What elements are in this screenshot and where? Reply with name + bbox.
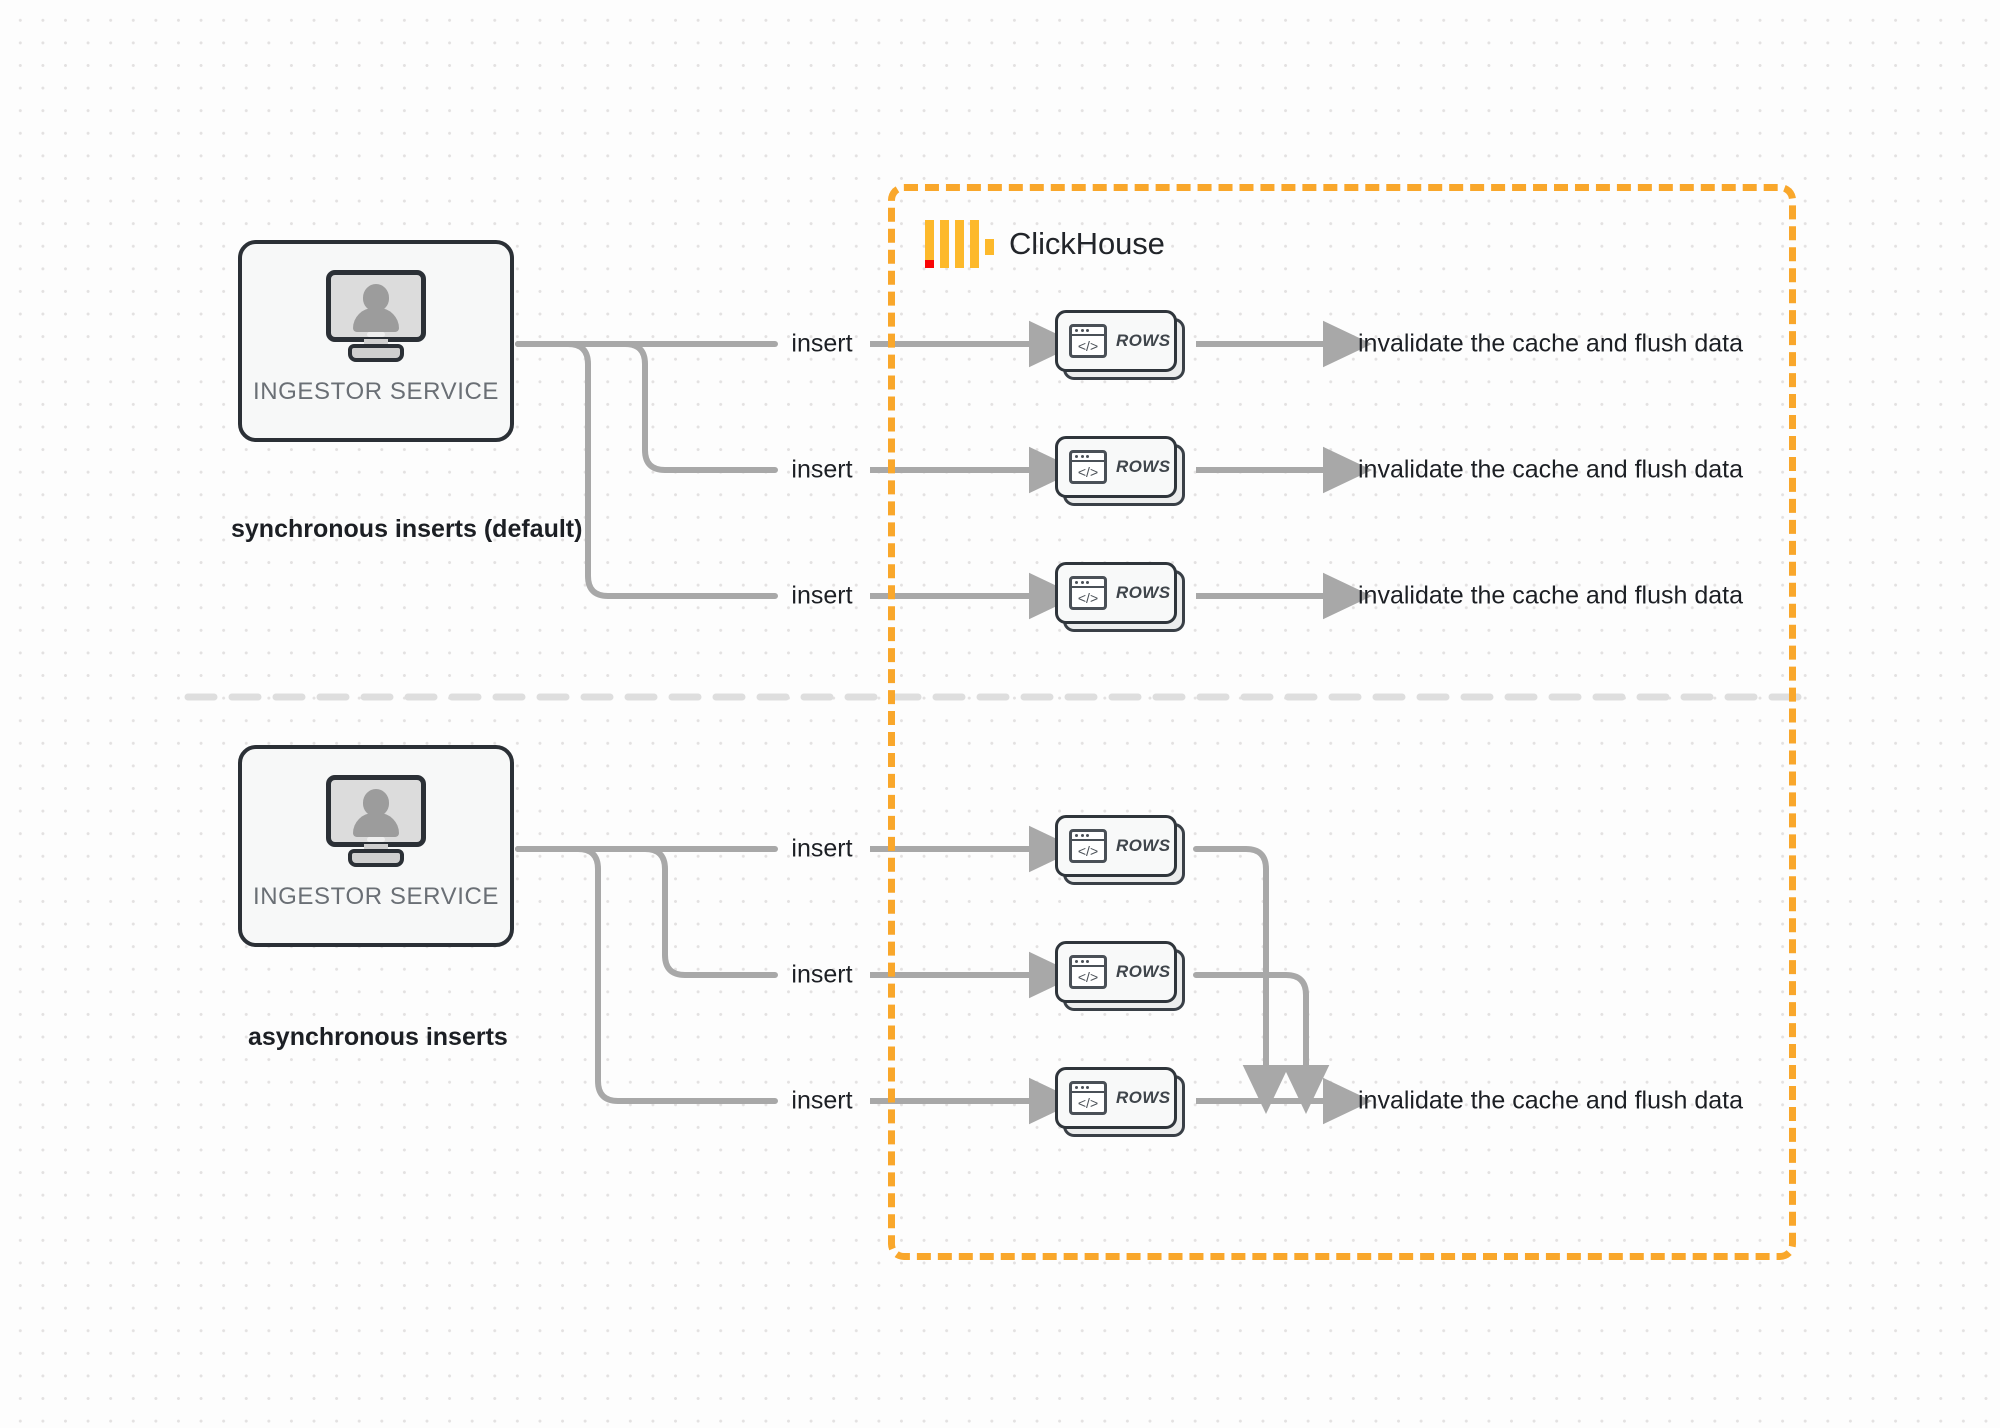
monitor-user-icon xyxy=(324,775,428,867)
code-window-icon: </> xyxy=(1069,324,1107,358)
caption-asynchronous: asynchronous inserts xyxy=(248,1023,508,1051)
code-glyph: </> xyxy=(1077,842,1099,859)
clickhouse-logo-icon xyxy=(925,220,994,268)
ingestor-service-label-sync: INGESTOR SERVICE xyxy=(252,378,500,405)
clickhouse-boundary xyxy=(888,184,1796,1260)
rows-card-async-1[interactable]: </> ROWS xyxy=(1055,815,1185,885)
insert-label-sync-2: insert xyxy=(791,455,853,484)
rows-label: ROWS xyxy=(1116,331,1171,350)
rows-label: ROWS xyxy=(1116,583,1171,602)
card-front: </> ROWS xyxy=(1055,436,1177,498)
code-window-icon: </> xyxy=(1069,450,1107,484)
outcome-label-sync-1: invalidate the cache and flush data xyxy=(1358,329,1743,358)
code-window-icon: </> xyxy=(1069,955,1107,989)
code-glyph: </> xyxy=(1077,463,1099,480)
rows-card-sync-1[interactable]: </> ROWS xyxy=(1055,310,1185,380)
sync-branch-row3 xyxy=(515,341,778,599)
outcome-label-sync-3: invalidate the cache and flush data xyxy=(1358,581,1743,610)
code-glyph: </> xyxy=(1077,1094,1099,1111)
card-front: </> ROWS xyxy=(1055,310,1177,372)
rows-label: ROWS xyxy=(1116,457,1171,476)
insert-label-sync-1: insert xyxy=(791,329,853,358)
card-front: </> ROWS xyxy=(1055,815,1177,877)
code-window-icon: </> xyxy=(1069,1081,1107,1115)
card-front: </> ROWS xyxy=(1055,941,1177,1003)
insert-label-async-3: insert xyxy=(791,1086,853,1115)
ingestor-service-label-async: INGESTOR SERVICE xyxy=(252,883,500,910)
insert-label-async-1: insert xyxy=(791,834,853,863)
rows-label: ROWS xyxy=(1116,836,1171,855)
ingestor-service-sync[interactable]: INGESTOR SERVICE xyxy=(238,240,514,442)
code-glyph: </> xyxy=(1077,968,1099,985)
insert-label-async-2: insert xyxy=(791,960,853,989)
rows-card-sync-2[interactable]: </> ROWS xyxy=(1055,436,1185,506)
ingestor-service-async[interactable]: INGESTOR SERVICE xyxy=(238,745,514,947)
async-branch-row2 xyxy=(515,846,778,978)
caption-synchronous: synchronous inserts (default) xyxy=(231,515,583,543)
clickhouse-label: ClickHouse xyxy=(1009,226,1165,261)
outcome-label-sync-2: invalidate the cache and flush data xyxy=(1358,455,1743,484)
rows-card-sync-3[interactable]: </> ROWS xyxy=(1055,562,1185,632)
card-front: </> ROWS xyxy=(1055,562,1177,624)
monitor-user-icon xyxy=(324,270,428,362)
code-glyph: </> xyxy=(1077,337,1099,354)
rows-card-async-2[interactable]: </> ROWS xyxy=(1055,941,1185,1011)
insert-label-sync-3: insert xyxy=(791,581,853,610)
code-glyph: </> xyxy=(1077,589,1099,606)
card-front: </> ROWS xyxy=(1055,1067,1177,1129)
rows-card-async-3[interactable]: </> ROWS xyxy=(1055,1067,1185,1137)
async-branch-row3 xyxy=(515,846,778,1104)
outcome-label-async-merged: invalidate the cache and flush data xyxy=(1358,1086,1743,1115)
sync-branch-row2 xyxy=(515,341,778,473)
rows-label: ROWS xyxy=(1116,1088,1171,1107)
code-window-icon: </> xyxy=(1069,576,1107,610)
clickhouse-brand: ClickHouse xyxy=(925,218,1165,270)
rows-label: ROWS xyxy=(1116,962,1171,981)
code-window-icon: </> xyxy=(1069,829,1107,863)
